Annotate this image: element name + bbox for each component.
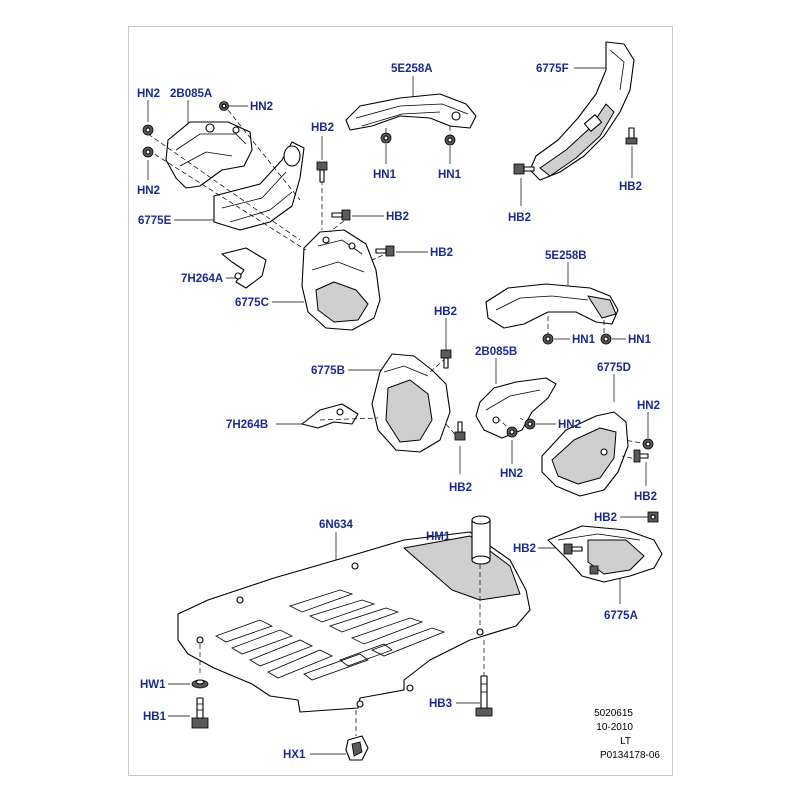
label-hn1: HN1 [628,334,652,346]
label-hx1: HX1 [283,749,306,761]
label-6775f: 6775F [536,63,569,75]
label-6775c: 6775C [235,297,269,309]
underbody-panel-6n634 [177,531,531,713]
leader-lines [147,67,649,755]
label-hb2: HB2 [386,211,409,223]
label-hn1: HN1 [572,334,596,346]
heat-shield-6775c [301,229,381,331]
clip-hx1 [345,735,369,761]
label-hw1: HW1 [140,679,166,691]
heat-shield-6775f [529,41,635,181]
heat-shield-6775a [547,525,663,583]
bolt-hb2-a [316,161,328,183]
nut-hn2-c [219,101,229,111]
bolt-hb2-h [454,421,466,441]
nut-hn2-a [142,124,154,136]
label-hn2: HN2 [500,468,523,480]
nut-hn1-c [542,333,554,345]
label-6775b: 6775B [311,365,345,377]
label-hb2: HB2 [594,512,617,524]
label-hb3: HB3 [429,698,452,710]
label-7h264a: 7H264A [181,273,223,285]
washer-hw1 [191,679,209,689]
label-hn2: HN2 [137,185,160,197]
heat-shield-2b085a [165,121,253,189]
reference-date: 10-2010 [596,722,633,733]
nut-hn2-e [642,438,654,450]
nut-hn1-b [444,134,456,146]
label-6775d: 6775D [597,362,631,374]
label-hn2: HN2 [250,101,273,113]
bracket-7h264a [221,247,267,289]
label-6775e: 6775E [138,215,172,227]
bolt-hb2-e [513,163,535,175]
nut-hn2-b [142,146,154,158]
label-7h264b: 7H264B [226,419,268,431]
bolt-hb2-b [331,209,351,221]
heat-shield-5e258b [485,283,619,329]
nut-hn1-a [380,132,392,144]
bolt-hb3 [475,675,493,717]
label-hb2: HB2 [634,491,657,503]
label-2b085a: 2B085A [170,88,212,100]
spacer-hm1 [471,515,491,565]
label-6n634: 6N634 [319,519,353,531]
label-2b085b: 2B085B [475,346,517,358]
label-hb2: HB2 [619,181,642,193]
label-hb1: HB1 [143,711,167,723]
bolt-hb2-c [375,245,395,257]
heat-shield-6775d [541,411,629,497]
heat-shield-5e258a [345,93,477,131]
label-hb2: HB2 [449,482,472,494]
bolt-hb2-d [625,127,638,145]
bolt-hb2-j [563,543,583,555]
label-hb2: HB2 [434,306,457,318]
nut-hn2-d [524,418,536,430]
label-hb2: HB2 [311,122,334,134]
bolt-hb2-i [647,511,659,523]
nut-hn2-f [506,426,518,438]
label-hn1: HN1 [373,169,397,181]
label-5e258b: 5E258B [545,250,587,262]
part-labels: HN2 2B085A HN2 HN2 HB2 6775E HB2 7H264A … [137,63,660,761]
bolt-hb2-g [633,449,649,463]
reference-number: 5020615 [594,708,633,719]
label-hn2: HN2 [637,400,660,412]
bolt-hb1 [191,697,209,729]
bracket-7h264b [301,403,359,429]
label-6775a: 6775A [604,610,638,622]
label-hn1: HN1 [438,169,462,181]
reference-code: LT [620,736,631,747]
label-hb2: HB2 [513,543,536,555]
heat-shield-2b085b [475,377,557,439]
label-5e258a: 5E258A [391,63,433,75]
label-hm1: HM1 [426,531,451,543]
label-hb2: HB2 [508,212,531,224]
reference-drawing-id: P0134178-06 [600,750,660,761]
bolt-hb2-f [440,349,452,369]
reference-block: 5020615 10-2010 LT P0134178-06 [594,708,660,761]
nut-hn1-d [600,333,612,345]
heat-shield-6775e [213,141,305,231]
label-hn2: HN2 [137,88,160,100]
label-hn2: HN2 [558,419,581,431]
label-hb2: HB2 [430,247,453,259]
heat-shield-6775b [371,353,451,453]
